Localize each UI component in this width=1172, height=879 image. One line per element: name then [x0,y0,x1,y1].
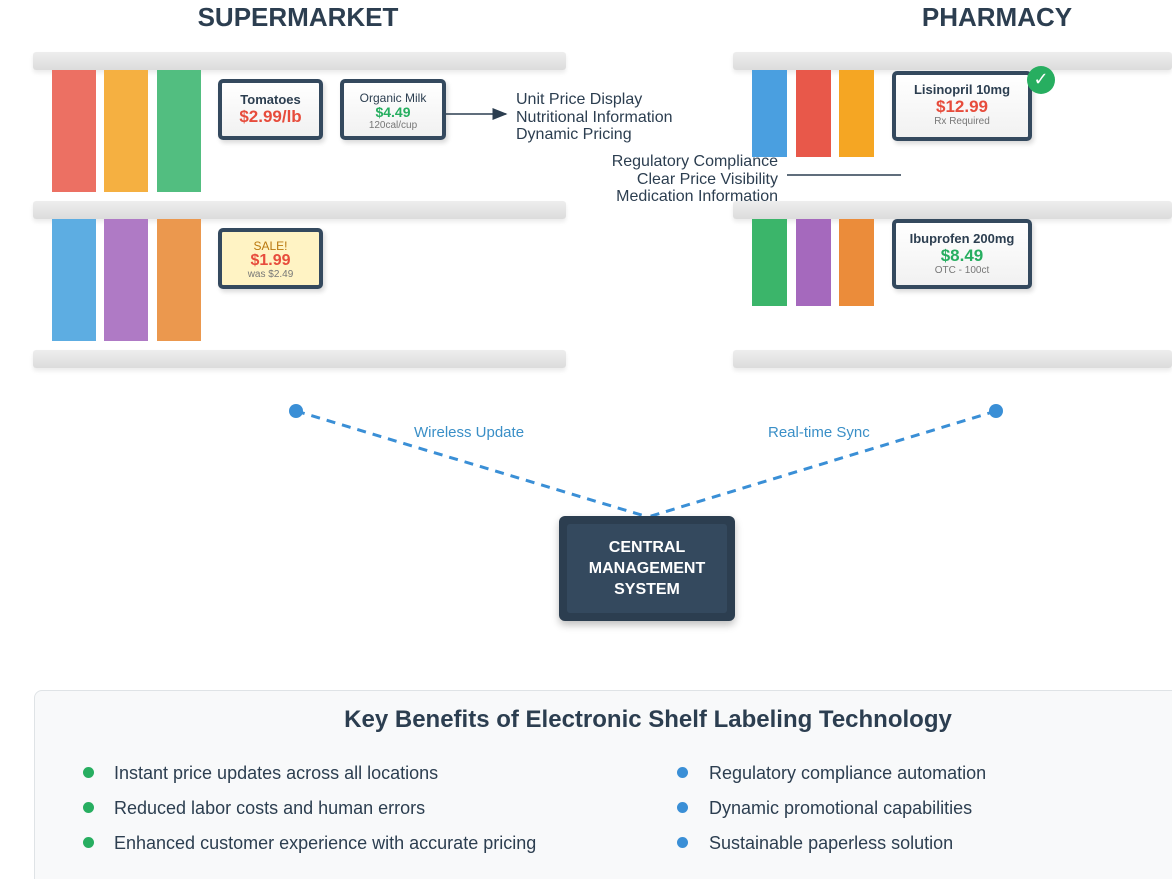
pharmacy-product [796,219,831,306]
central-line: SYSTEM [614,581,680,598]
pharmacy-shelf-bottom [733,350,1172,368]
benefits-panel: Key Benefits of Electronic Shelf Labelin… [34,690,1172,879]
central-line: MANAGEMENT [588,560,706,577]
label-detail: OTC - 100ct [934,265,990,276]
pharmacy-product [839,219,874,306]
benefit-item: Enhanced customer experience with accura… [114,833,537,853]
pharmacy-title: PHARMACY [921,2,1073,32]
benefit-item: Dynamic promotional capabilities [709,798,973,818]
label-product-name: Ibuprofen 200mg [909,231,1015,246]
supermarket-product [52,70,96,192]
supermarket-product [104,219,148,341]
pharmacy-shelf-middle [733,201,1172,219]
pharmacy-product [752,219,787,306]
price-label-ibuprofen: Ibuprofen 200mg $8.49 OTC - 100ct [892,219,1032,289]
bullet-icon [677,837,688,848]
label-detail: 120cal/cup [368,120,418,131]
label-price: $4.49 [375,104,411,120]
price-label-tomatoes: Tomatoes $2.99/lb [218,79,323,140]
label-price: $8.49 [940,246,984,265]
price-label-lisinopril: Lisinopril 10mg $12.99 Rx Required [892,71,1032,141]
supermarket-product [157,70,201,192]
bullet-icon [677,802,688,813]
feature-item: Unit Price Display [516,91,643,108]
label-product-name: Lisinopril 10mg [913,82,1011,97]
check-icon: ✓ [1027,66,1055,94]
central-management-system: CENTRAL MANAGEMENT SYSTEM [559,516,735,621]
label-detail: Rx Required [934,116,990,127]
price-label-organic-milk: Organic Milk $4.49 120cal/cup [340,79,446,140]
benefits-title: Key Benefits of Electronic Shelf Labelin… [344,706,952,733]
label-price: $1.99 [250,252,291,269]
label-price: $2.99/lb [239,107,302,126]
pharmacy-node [989,404,1003,418]
supermarket-shelf-middle [33,201,566,219]
bullet-icon [83,837,94,848]
supermarket-features: Unit Price Display Nutritional Informati… [516,91,716,144]
benefit-item: Regulatory compliance automation [709,763,987,783]
feature-item: Medication Information [616,188,778,205]
price-label-sale: SALE! $1.99 was $2.49 [218,228,323,289]
pharmacy-product [752,70,787,157]
feature-item: Regulatory Compliance [611,153,778,170]
supermarket-node [289,404,303,418]
benefit-item: Reduced labor costs and human errors [114,798,426,818]
benefit-item: Sustainable paperless solution [709,833,954,853]
wireless-update-label: Wireless Update [414,424,525,441]
sale-badge: SALE! [253,239,288,253]
pharmacy-product [839,70,874,157]
feature-item: Nutritional Information [516,108,673,126]
pharmacy-features: Regulatory Compliance Clear Price Visibi… [560,153,778,206]
supermarket-shelf-bottom [33,350,566,368]
pharmacy-shelf-top [733,52,1172,70]
supermarket-title: SUPERMARKET [197,2,399,32]
realtime-sync-label: Real-time Sync [768,424,870,441]
label-product-name: Organic Milk [359,91,427,105]
central-line: CENTRAL [608,539,686,556]
supermarket-product [157,219,201,341]
supermarket-product [52,219,96,341]
supermarket-shelf-top [33,52,566,70]
label-detail: was $2.49 [247,269,294,280]
pharmacy-product [796,70,831,157]
feature-item: Clear Price Visibility [636,170,778,188]
feature-item: Dynamic Pricing [516,126,632,143]
label-product-name: Tomatoes [240,92,301,107]
bullet-icon [83,802,94,813]
supermarket-product [104,70,148,192]
bullet-icon [677,767,688,778]
benefit-item: Instant price updates across all locatio… [114,763,439,783]
bullet-icon [83,767,94,778]
label-price: $12.99 [936,97,988,116]
central-management-label: CENTRAL MANAGEMENT SYSTEM [567,524,727,613]
